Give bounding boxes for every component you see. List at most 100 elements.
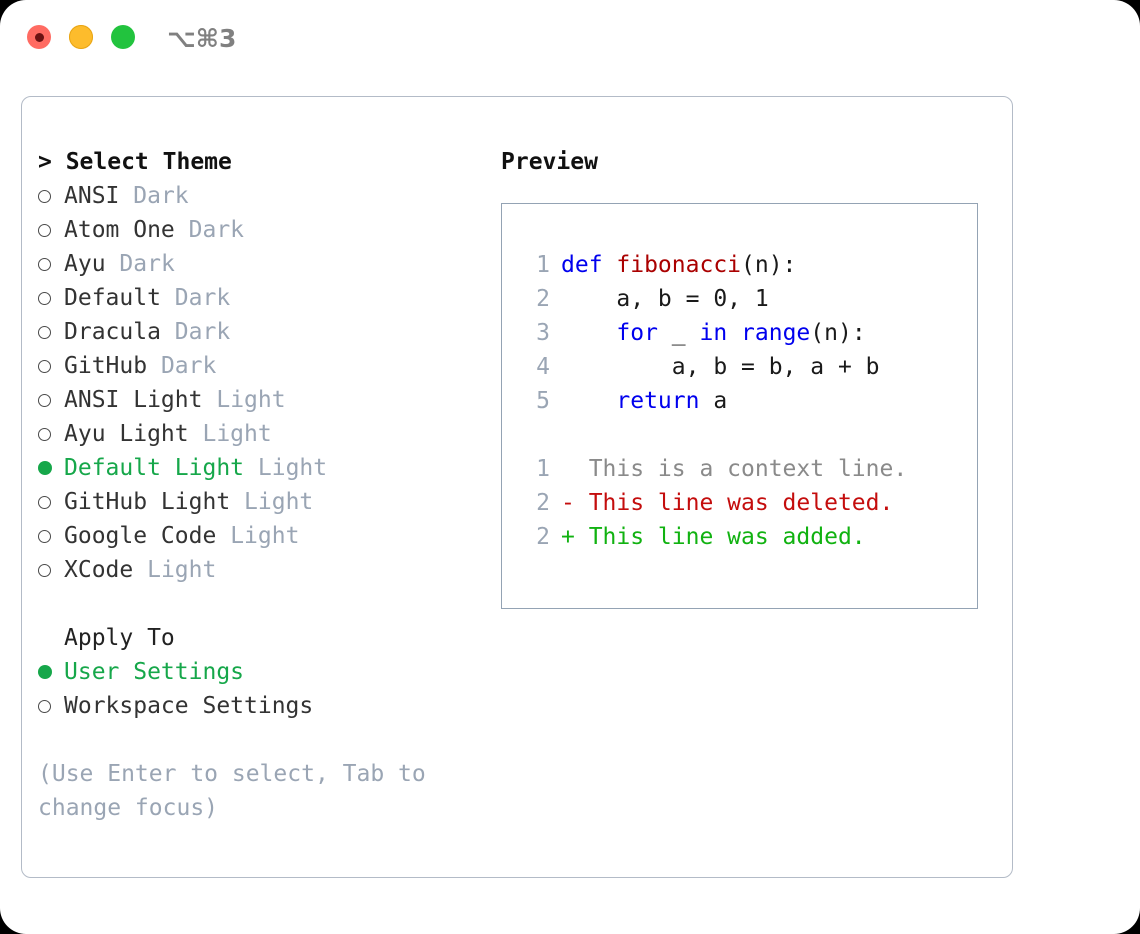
code-blank-line (520, 418, 971, 452)
theme-list-item[interactable]: GitHub Dark (38, 349, 498, 383)
apply-to-header: Apply To (64, 625, 175, 651)
keyboard-shortcut-label: ⌥⌘3 (167, 24, 237, 53)
theme-name-spacer (161, 315, 175, 349)
theme-list-item[interactable]: Dracula Dark (38, 315, 498, 349)
diff-line: 1 This is a context line. (520, 452, 971, 486)
code-token: a, b = b, a + b (561, 354, 880, 380)
theme-name: Default Light (64, 455, 245, 481)
radio-glyph (38, 223, 51, 237)
radio-glyph (38, 393, 51, 407)
theme-name: Atom One (64, 217, 175, 243)
radio-unselected-icon[interactable] (38, 223, 64, 237)
code-token: return (616, 388, 700, 414)
traffic-lights (27, 25, 135, 49)
code-token: a (699, 388, 728, 414)
radio-glyph (38, 291, 51, 305)
radio-glyph (38, 529, 51, 543)
radio-unselected-icon[interactable] (38, 325, 64, 339)
maximize-button-icon[interactable] (111, 25, 135, 49)
close-button-icon[interactable] (27, 25, 51, 49)
theme-name-spacer (133, 553, 147, 587)
theme-name: XCode (64, 557, 134, 583)
theme-category: Dark (133, 183, 189, 209)
radio-selected-icon[interactable] (38, 665, 64, 679)
theme-name: Google Code (64, 523, 217, 549)
theme-list-item[interactable]: ANSI Light Light (38, 383, 498, 417)
theme-category: Light (244, 489, 314, 515)
radio-unselected-icon[interactable] (38, 291, 64, 305)
radio-unselected-icon[interactable] (38, 563, 64, 577)
theme-name-spacer (175, 213, 189, 247)
code-token: range (741, 320, 811, 346)
code-token (561, 388, 616, 414)
theme-category: Dark (160, 353, 217, 379)
code-token: - This line was deleted. (561, 490, 894, 516)
radio-unselected-icon[interactable] (38, 189, 64, 203)
radio-unselected-icon[interactable] (38, 427, 64, 441)
code-line: 2 a, b = 0, 1 (520, 282, 971, 316)
theme-list-item[interactable]: Ayu Dark (38, 247, 498, 281)
theme-list-item[interactable]: Default Dark (38, 281, 498, 315)
code-line: 3 for _ in range(n): (520, 316, 971, 350)
radio-unselected-icon[interactable] (38, 393, 64, 407)
apply-to-item[interactable]: User Settings (38, 655, 498, 689)
theme-category: Dark (188, 217, 245, 243)
theme-list-item[interactable]: Atom One Dark (38, 213, 498, 247)
radio-unselected-icon[interactable] (38, 699, 64, 713)
theme-list-item[interactable]: GitHub Light Light (38, 485, 498, 519)
radio-unselected-icon[interactable] (38, 529, 64, 543)
theme-category: Light (257, 455, 328, 481)
radio-unselected-icon[interactable] (38, 495, 64, 509)
apply-to-label: Workspace Settings (64, 693, 314, 719)
line-number: 5 (536, 388, 550, 414)
theme-list-item[interactable]: XCode Light (38, 553, 498, 587)
code-token: _ (657, 320, 700, 346)
code-token: + This line was added. (561, 524, 866, 550)
radio-glyph (38, 427, 51, 441)
code-line: 5 return a (520, 384, 971, 418)
line-content: a, b = 0, 1 (550, 282, 768, 316)
title-bar: ⌥⌘3 (0, 0, 1140, 78)
radio-glyph (38, 461, 52, 475)
theme-category: Light (147, 557, 217, 583)
theme-list-item[interactable]: Ayu Light Light (38, 417, 498, 451)
line-number: 2 (536, 286, 550, 312)
theme-name: Default (64, 285, 161, 311)
select-theme-header: > Select Theme (38, 149, 232, 175)
radio-selected-icon[interactable] (38, 461, 64, 475)
minimize-button-icon[interactable] (69, 25, 93, 49)
theme-list-item[interactable]: Google Code Light (38, 519, 498, 553)
radio-glyph (38, 359, 51, 373)
theme-category: Light (202, 421, 272, 447)
line-content: - This line was deleted. (550, 486, 893, 520)
theme-name-spacer (161, 281, 175, 315)
line-content: return a (550, 384, 727, 418)
line-content: + This line was added. (550, 520, 866, 554)
code-token: in (699, 320, 728, 346)
theme-name: ANSI (64, 183, 120, 209)
radio-glyph (38, 189, 51, 203)
line-content: for _ in range(n): (550, 316, 865, 350)
radio-glyph (38, 563, 51, 577)
radio-unselected-icon[interactable] (38, 359, 64, 373)
theme-name: Ayu (64, 251, 106, 277)
theme-name-spacer (230, 485, 244, 519)
theme-list-item[interactable]: ANSI Dark (38, 179, 498, 213)
keyboard-hint-text: (Use Enter to select, Tab to change focu… (38, 761, 440, 821)
radio-glyph (38, 495, 51, 509)
radio-unselected-icon[interactable] (38, 257, 64, 271)
theme-category: Dark (174, 319, 231, 345)
diff-line: 2- This line was deleted. (520, 486, 971, 520)
radio-glyph (38, 325, 51, 339)
apply-to-item[interactable]: Workspace Settings (38, 689, 498, 723)
theme-name: GitHub Light (64, 489, 231, 515)
theme-list-item[interactable]: Default Light Light (38, 451, 498, 485)
